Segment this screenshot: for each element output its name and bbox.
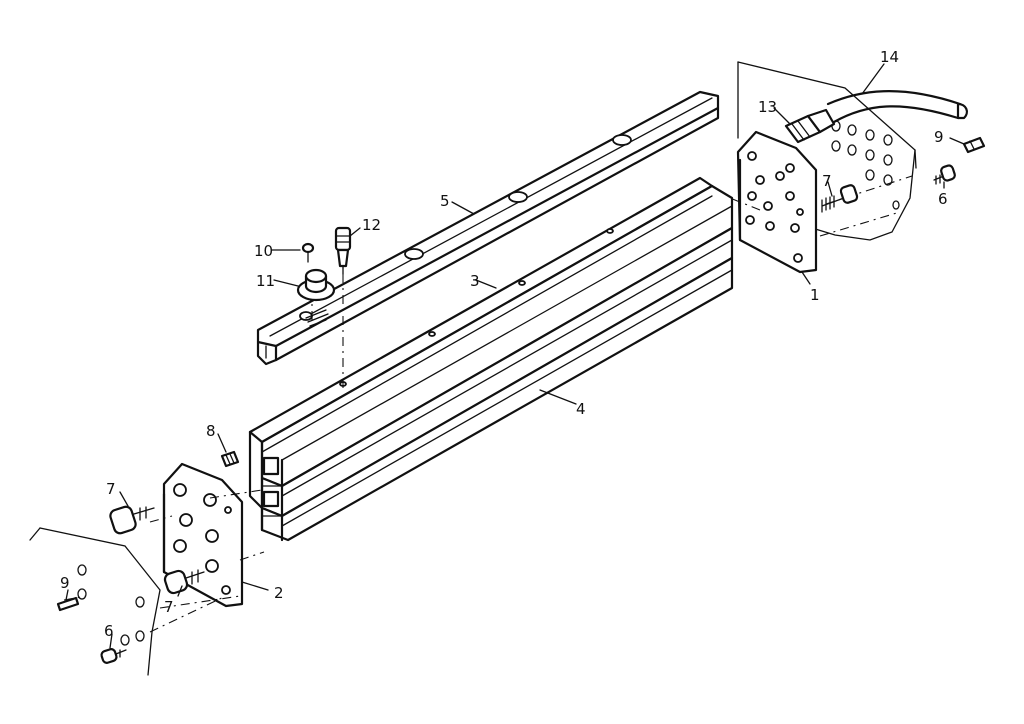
assembly-axes (63, 175, 913, 633)
callout-6-right: 6 (938, 190, 948, 208)
dowel-pin-right (962, 136, 986, 154)
cable-connector (784, 108, 836, 144)
callout-9-right: 9 (934, 128, 944, 146)
dowel-pin-left (56, 596, 80, 612)
callout-11: 11 (256, 272, 275, 290)
callout-3: 3 (470, 272, 480, 290)
callout-13: 13 (758, 98, 777, 116)
cap-screw-right (821, 184, 859, 213)
proximity-switch (334, 226, 352, 275)
callout-4: 4 (576, 400, 586, 418)
guide-rail (256, 90, 720, 366)
cable (826, 90, 968, 124)
callout-10: 10 (254, 242, 273, 260)
aluminium-profile (248, 176, 734, 542)
callout-labels: 1 2 3 4 5 6 6 7 7 7 8 9 9 10 11 12 13 14 (60, 48, 948, 640)
callout-7-right: 7 (822, 172, 832, 190)
callout-7-left-lower: 7 (164, 598, 174, 616)
callout-6-left: 6 (104, 622, 114, 640)
left-mounting-wall (29, 527, 161, 676)
set-screw (220, 450, 240, 468)
cap-screw-left-upper (109, 505, 155, 535)
callout-9-left: 9 (60, 574, 70, 592)
trip-cam (296, 268, 336, 327)
callout-8: 8 (206, 422, 216, 440)
small-screw-left (100, 648, 127, 664)
callout-1: 1 (810, 286, 820, 304)
left-end-plate (162, 462, 244, 608)
callout-2: 2 (274, 584, 284, 602)
callout-5: 5 (440, 192, 450, 210)
callout-7-left-upper: 7 (106, 480, 116, 498)
callout-14: 14 (880, 48, 899, 66)
right-end-plate (736, 130, 818, 274)
small-screw-right (933, 164, 956, 185)
right-mounting-wall (737, 61, 917, 241)
leader-lines (65, 63, 965, 649)
callout-12: 12 (362, 216, 381, 234)
small-screw-10 (301, 242, 315, 263)
